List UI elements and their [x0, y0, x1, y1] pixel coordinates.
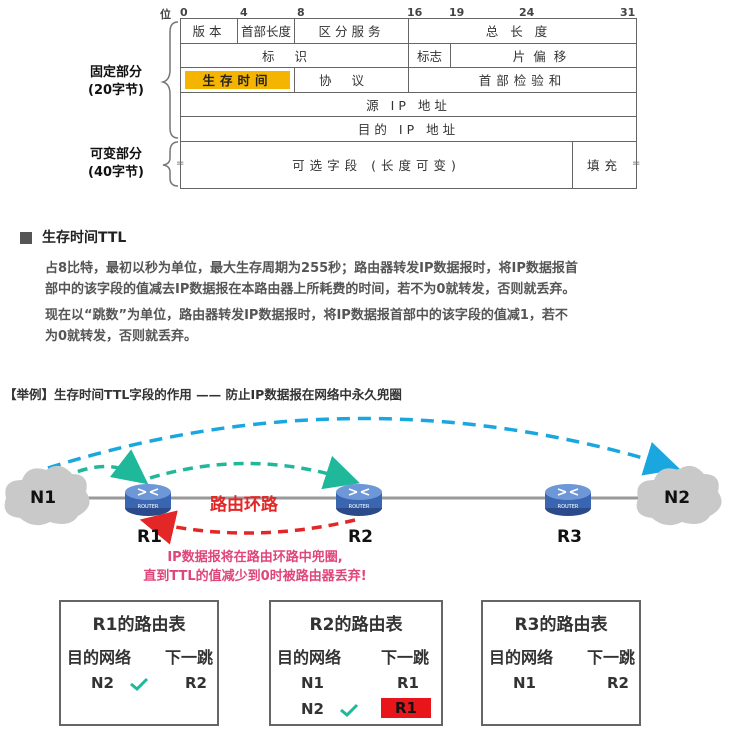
- cloud-n2: [636, 465, 722, 526]
- ttl-paragraph-2-line-1: 现在以“跳数”为单位，路由器转发IP数据报时，将IP数据报首部中的该字段的值减1…: [45, 308, 568, 323]
- router-r3: [545, 484, 591, 516]
- cloud-n1: [4, 465, 90, 526]
- routing-table-r1-col-dest: 目的网络: [67, 648, 132, 667]
- field-dest-ip: 目的 IP 地址: [181, 117, 637, 141]
- loop-note: IP数据报将在路由环路中兜圈, 直到TTL的值减少到0时被路由器丢弃!: [115, 548, 395, 586]
- ttl-paragraph-1: 占8比特，最初以秒为单位，最大生存周期为255秒；路由器转发IP数据报时，将IP…: [45, 258, 665, 300]
- arrow-n1-to-n2: [47, 416, 681, 476]
- node-r2-label: R2: [348, 527, 373, 547]
- field-options: 可选字段 (长度可变): [181, 141, 573, 188]
- header-row-2: 标识 标志 片偏移: [181, 43, 637, 68]
- routing-table-r2-title: R2的路由表: [309, 615, 403, 635]
- bit-mark-8: 8: [297, 6, 305, 19]
- options-left-marker: =: [176, 158, 185, 169]
- routing-table-r3-title: R3的路由表: [514, 615, 608, 635]
- router-r2: [336, 484, 382, 516]
- bit-mark-16: 16: [407, 6, 423, 19]
- router-r1-badge: ROUTER: [138, 504, 159, 510]
- routing-table-r3-col-dest: 目的网络: [489, 648, 554, 667]
- bit-mark-24: 24: [519, 6, 535, 19]
- field-fragment-offset: 片偏移: [451, 43, 637, 67]
- node-r1-label: R1: [137, 527, 162, 547]
- header-table: 版本 首部长度 区分服务 总长度 标识 标志 片偏移 生存时间 协议 首部检验和…: [180, 18, 637, 189]
- fixed-part-size: (20字节): [88, 83, 144, 98]
- field-header-checksum: 首部检验和: [409, 68, 637, 92]
- arrow-r2-to-r1: [139, 510, 356, 545]
- ttl-paragraph-1-line-1: 占8比特，最初以秒为单位，最大生存周期为255秒；路由器转发IP数据报时，将IP…: [45, 261, 578, 276]
- check-icon: [130, 677, 149, 692]
- options-right-marker: =: [632, 158, 641, 169]
- node-n1-label: N1: [30, 488, 57, 508]
- loop-note-line-2: 直到TTL的值减少到0时被路由器丢弃!: [143, 569, 367, 584]
- routing-table-r3: R3的路由表 目的网络 下一跳 N1 R2: [481, 600, 641, 726]
- bit-mark-31: 31: [620, 6, 636, 19]
- bit-mark-4: 4: [240, 6, 248, 19]
- routing-table-r2-col-next: 下一跳: [381, 648, 430, 667]
- field-ttl-wrap: 生存时间: [181, 68, 295, 92]
- table-row-dest: N2: [301, 700, 324, 718]
- table-row-dest: N1: [301, 674, 324, 692]
- header-row-6: 可选字段 (长度可变) 填充: [181, 141, 637, 189]
- ttl-heading: 生存时间TTL: [42, 230, 127, 246]
- variable-part-size: (40字节): [88, 165, 144, 180]
- arrow-n1-to-r1: [61, 449, 149, 485]
- routing-table-r1: R1的路由表 目的网络 下一跳 N2 R2: [59, 600, 219, 726]
- node-n2-label: N2: [664, 488, 691, 508]
- field-source-ip: 源 IP 地址: [181, 92, 637, 116]
- table-row-next: R1: [397, 674, 419, 692]
- header-row-1: 版本 首部长度 区分服务 总长度: [181, 19, 637, 44]
- header-row-4: 源 IP 地址: [181, 92, 637, 117]
- table-row-dest: N1: [513, 674, 536, 692]
- field-total-length: 总长度: [409, 19, 637, 43]
- field-header-length: 首部长度: [238, 19, 295, 43]
- variable-part-label: 可变部分 (40字节): [88, 146, 144, 182]
- router-r3-badge: ROUTER: [558, 504, 579, 510]
- bit-mark-0: 0: [180, 6, 188, 19]
- routing-loop-label: 路由环路: [210, 495, 278, 515]
- loop-note-line-1: IP数据报将在路由环路中兜圈,: [167, 550, 343, 565]
- router-r1: [125, 484, 171, 516]
- table-row-next: R2: [607, 674, 629, 692]
- brace-marks: [160, 21, 179, 187]
- field-padding: 填充: [573, 141, 637, 188]
- bit-label: 位: [160, 8, 171, 21]
- variable-part-title: 可变部分: [89, 147, 142, 162]
- table-row-dest: N2: [91, 674, 114, 692]
- routing-table-r1-title: R1的路由表: [92, 615, 186, 635]
- table-row-next-highlight: R1: [381, 698, 431, 718]
- bullet-square: [20, 232, 32, 244]
- check-icon: [340, 703, 359, 718]
- header-row-3: 生存时间 协议 首部检验和: [181, 68, 637, 93]
- table-row-next: R2: [185, 674, 207, 692]
- router-r2-badge: ROUTER: [349, 504, 370, 510]
- routing-table-r2: R2的路由表 目的网络 下一跳 N1 R1 N2 R1: [269, 600, 443, 726]
- header-row-5: 目的 IP 地址: [181, 117, 637, 142]
- fixed-part-label: 固定部分 (20字节): [88, 64, 144, 100]
- field-flags: 标志: [409, 43, 451, 67]
- routing-table-r1-col-next: 下一跳: [165, 648, 214, 667]
- field-dscp: 区分服务: [295, 19, 409, 43]
- example-title: 【举例】生存时间TTL字段的作用 —— 防止IP数据报在网络中永久兜圈: [4, 387, 402, 402]
- field-protocol: 协议: [295, 68, 409, 92]
- ttl-paragraph-2-line-2: 为0就转发，否则就丢弃。: [45, 329, 198, 344]
- field-version: 版本: [181, 19, 238, 43]
- bit-mark-19: 19: [449, 6, 465, 19]
- routing-table-r3-col-next: 下一跳: [587, 648, 636, 667]
- node-r3-label: R3: [557, 527, 582, 547]
- network-diagram: ROUTER ROUTER ROUTER: [4, 416, 722, 545]
- routing-table-r2-col-dest: 目的网络: [277, 648, 342, 667]
- fixed-part-title: 固定部分: [89, 65, 142, 80]
- ttl-paragraph-1-line-2: 部中的该字段的值减去IP数据报在本路由器上所耗费的时间，若不为0就转发，否则就丢…: [45, 282, 576, 297]
- ttl-paragraph-2: 现在以“跳数”为单位，路由器转发IP数据报时，将IP数据报首部中的该字段的值减1…: [45, 305, 665, 347]
- field-identification: 标识: [181, 43, 409, 67]
- field-ttl: 生存时间: [185, 71, 290, 89]
- arrow-r1-to-r2: [149, 455, 361, 490]
